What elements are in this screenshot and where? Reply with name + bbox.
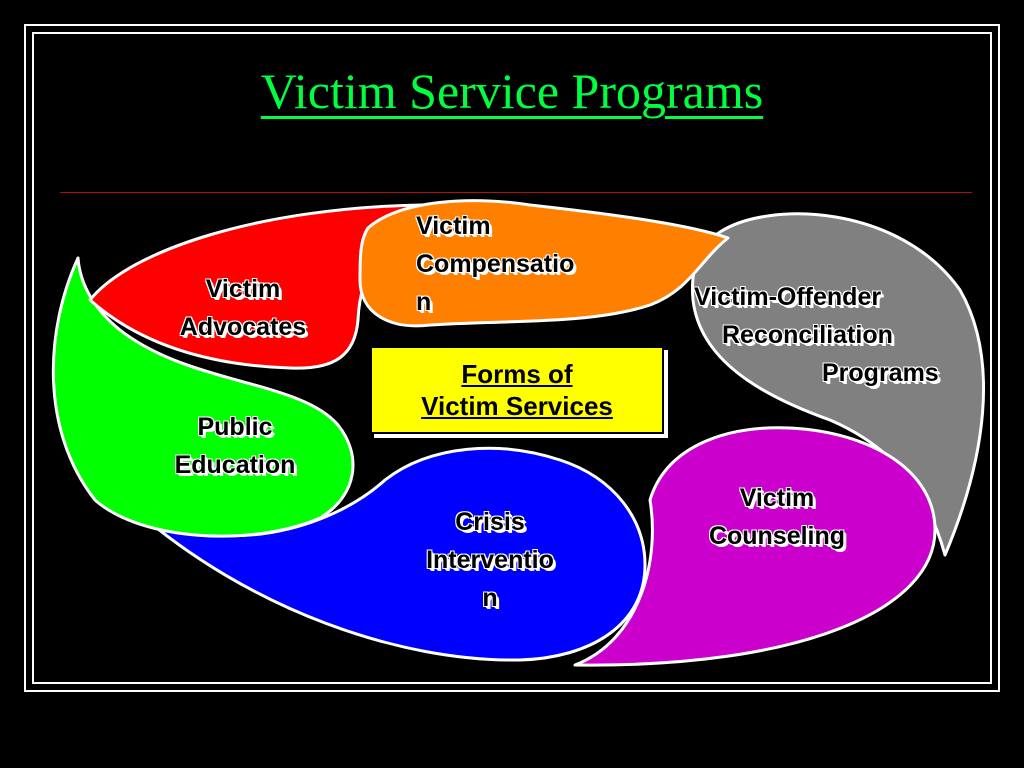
label-victim-compensation: Victim Compensatio n (416, 207, 656, 321)
slide-inner-border (32, 32, 992, 684)
label-line: Crisis (455, 508, 525, 536)
petal-counseling (573, 426, 937, 667)
label-line: Victim (739, 484, 815, 512)
label-line: n (482, 584, 498, 612)
center-box-line-2: Victim Services (421, 391, 613, 421)
slide-outer-border (24, 24, 1000, 692)
petal-crisis (133, 446, 647, 662)
label-line: Victim-Offender (694, 283, 882, 311)
petal-reconciliation (690, 212, 986, 557)
label-line: Victim (416, 212, 491, 240)
label-line: Counseling (708, 522, 846, 550)
center-box-forms-of-victim-services: Forms of Victim Services (370, 346, 664, 434)
label-crisis-intervention: Crisis Interventio n (385, 503, 595, 617)
label-victim-offender-reconciliation: Victim-Offender Reconciliation Programs (688, 278, 988, 392)
petal-public-education (51, 256, 355, 538)
label-line: Programs (822, 359, 939, 387)
petal-compensation (358, 199, 730, 328)
label-line: Compensatio (416, 250, 575, 278)
label-line: Reconciliation (722, 321, 893, 349)
slide-title: Victim Service Programs (260, 63, 764, 119)
label-victim-counseling: Victim Counseling (672, 479, 882, 555)
center-box-line-1: Forms of (461, 359, 573, 389)
label-public-education: Public Education (140, 408, 330, 484)
label-line: n (416, 288, 432, 316)
label-victim-advocates: Victim Advocates (148, 270, 338, 346)
label-line: Advocates (179, 313, 307, 341)
title-divider (60, 192, 972, 193)
label-line: Education (174, 451, 296, 479)
label-line: Interventio (426, 546, 554, 574)
label-line: Victim (205, 275, 281, 303)
label-line: Public (197, 413, 273, 441)
